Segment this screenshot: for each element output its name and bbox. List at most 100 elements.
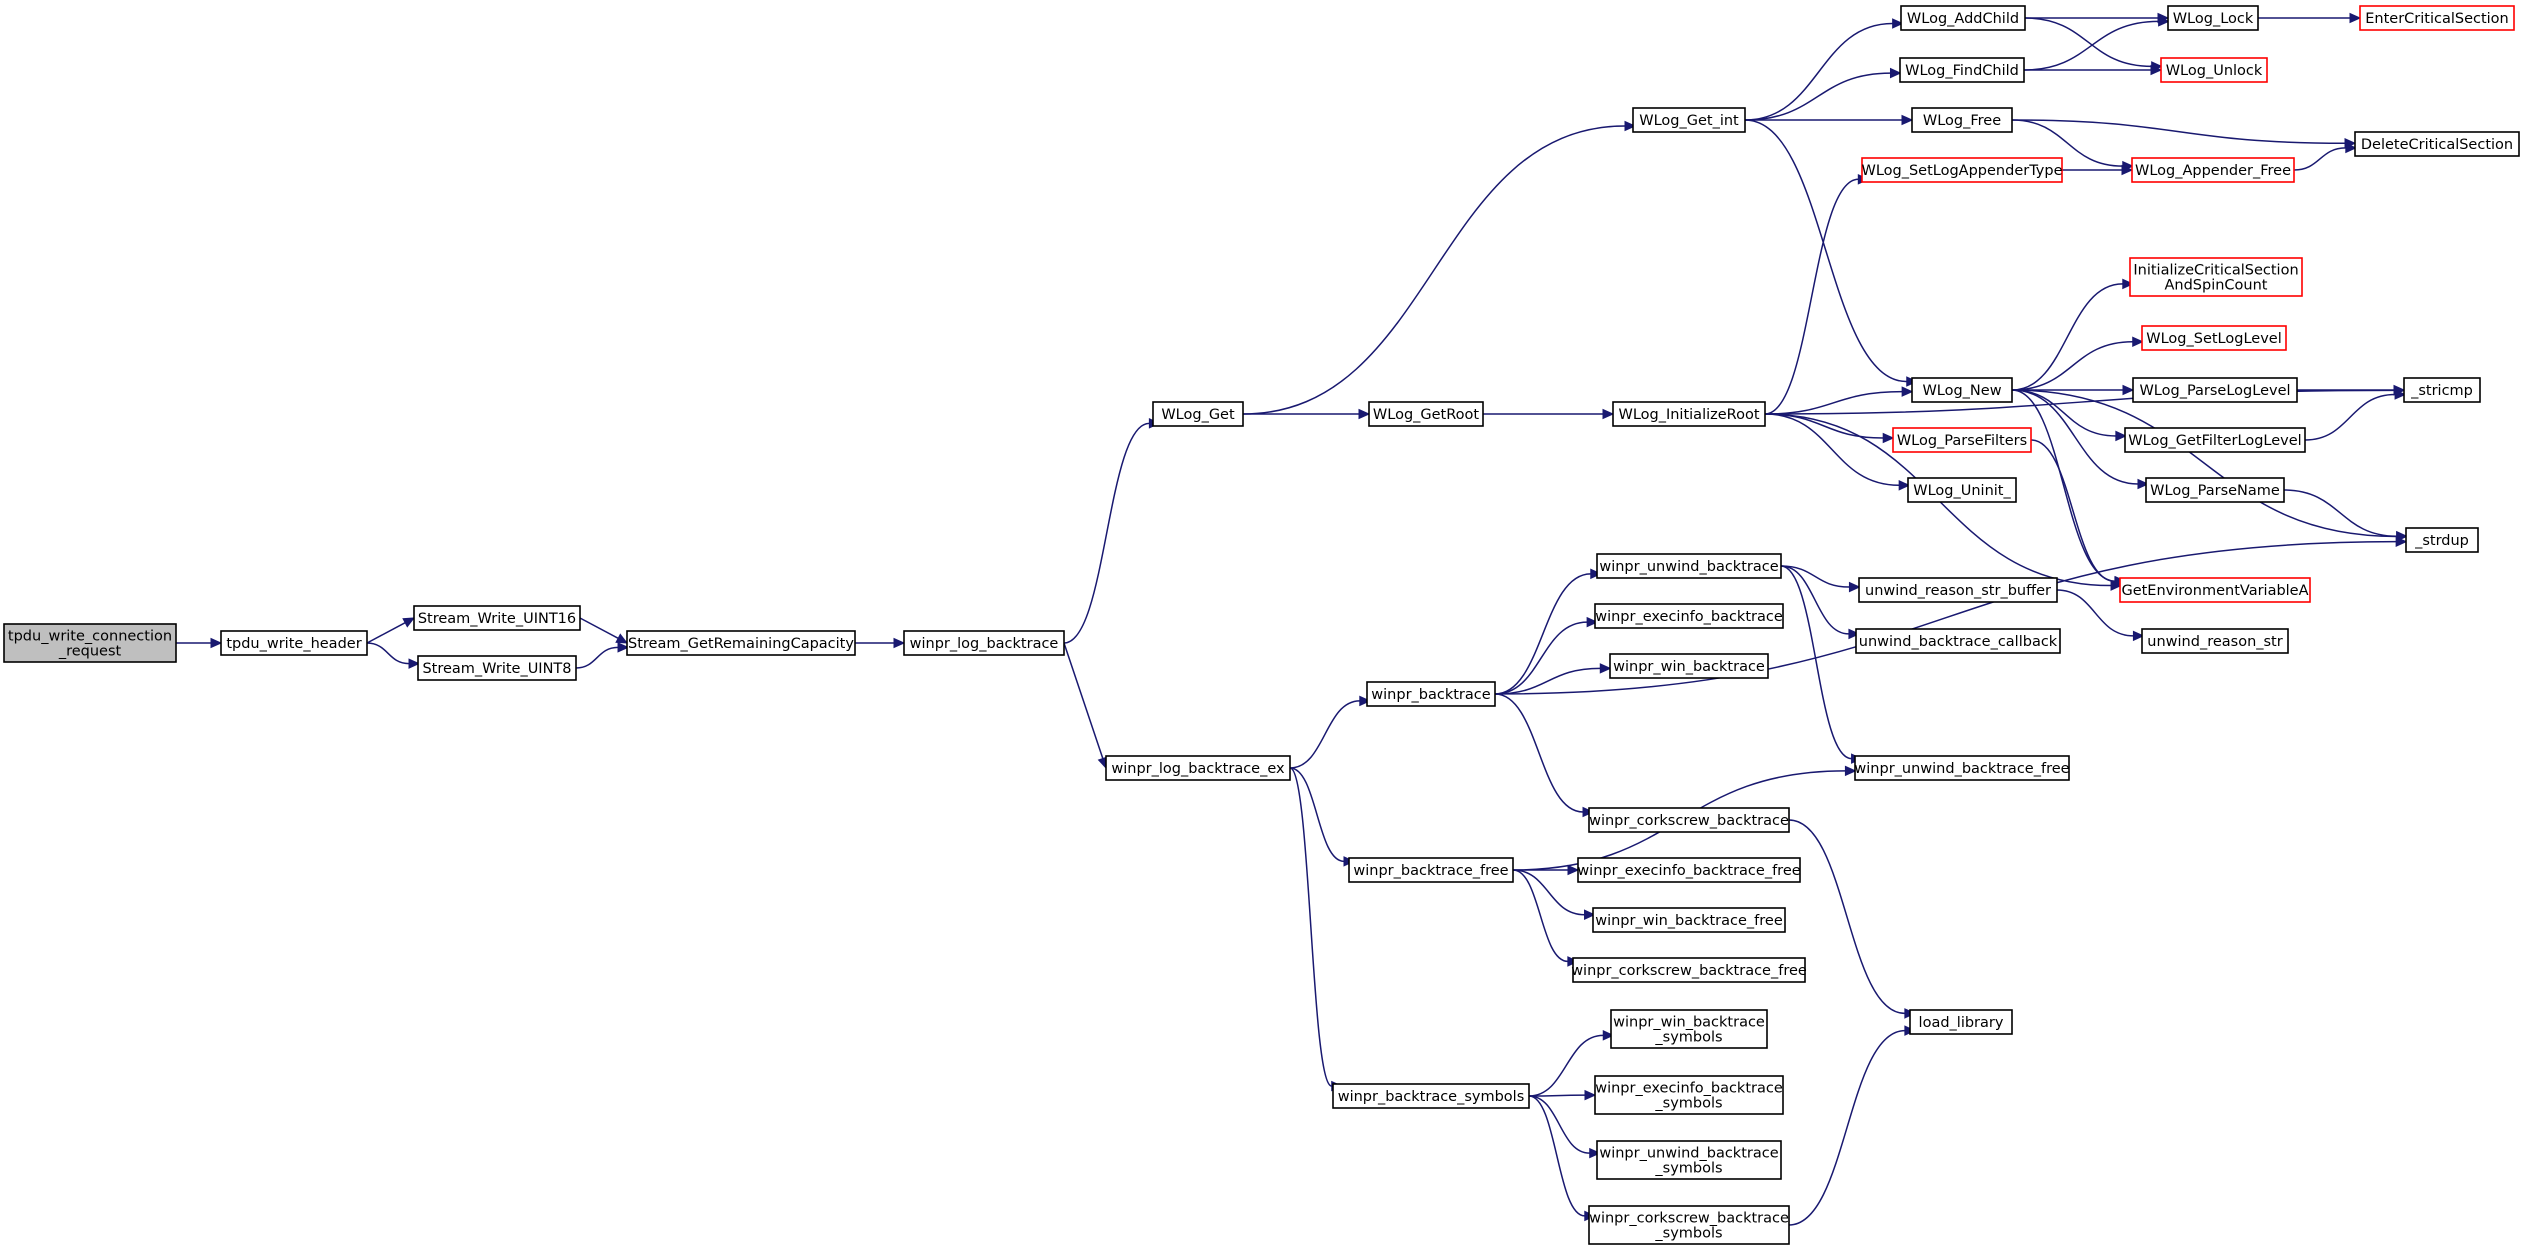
arrowhead xyxy=(2394,389,2407,400)
node-WLog_InitializeRoot[interactable]: WLog_InitializeRoot xyxy=(1612,401,1766,427)
node-box xyxy=(1861,157,2063,183)
arrowhead xyxy=(1844,765,1857,777)
arrowhead xyxy=(1624,120,1637,132)
node-label: GetEnvironmentVariableA xyxy=(2121,583,2308,599)
edge-winpr_backtrace-to-winpr_unwind_backtrace xyxy=(1494,568,1602,695)
node-label: WLog_New xyxy=(1922,383,2001,399)
node-WLog_SetLogAppenderType[interactable]: WLog_SetLogAppenderType xyxy=(1861,157,2063,183)
edge-winpr_backtrace_free-to-winpr_win_backtrace_free xyxy=(1512,869,1596,920)
edge-winpr_log_backtrace_ex-to-winpr_backtrace_symbols xyxy=(1289,767,1343,1092)
edge-line xyxy=(1528,1094,1586,1097)
node-WLog_Get_int[interactable]: WLog_Get_int xyxy=(1632,107,1746,133)
edge-line xyxy=(1528,1095,1590,1154)
edge-WLog_InitializeRoot-to-WLog_Uninit_ xyxy=(1764,413,1911,491)
node-_stricmp[interactable]: _stricmp xyxy=(2403,377,2481,403)
node-WLog_ParseFilters[interactable]: WLog_ParseFilters xyxy=(1892,427,2032,453)
edge-line xyxy=(2011,389,2397,538)
node-winpr_backtrace_free[interactable]: winpr_backtrace_free xyxy=(1348,857,1514,883)
edge-line xyxy=(1494,573,1591,695)
node-winpr_corkscrew_backtrace[interactable]: winpr_corkscrew_backtrace xyxy=(1588,807,1790,833)
arrowhead xyxy=(408,658,421,669)
edge-winpr_backtrace_symbols-to-winpr_corkscrew_backtrace_symbols xyxy=(1528,1095,1597,1222)
edge-line xyxy=(1780,565,1849,635)
node-tpdu_write_connection_request[interactable]: tpdu_write_connection_request xyxy=(3,623,177,663)
edge-line xyxy=(1528,1034,1604,1097)
node-_strdup[interactable]: _strdup xyxy=(2405,527,2479,553)
node-WLog_Appender_Free[interactable]: WLog_Appender_Free xyxy=(2131,157,2295,183)
node-Stream_Write_UINT16[interactable]: Stream_Write_UINT16 xyxy=(413,605,581,631)
node-WLog_Unlock[interactable]: WLog_Unlock xyxy=(2160,57,2268,83)
node-label: unwind_reason_str xyxy=(2147,634,2282,650)
node-label: EnterCriticalSection xyxy=(2365,11,2509,27)
node-winpr_corkscrew_backtrace_free[interactable]: winpr_corkscrew_backtrace_free xyxy=(1571,957,1807,983)
node-DeleteCriticalSection[interactable]: DeleteCriticalSection xyxy=(2354,131,2520,157)
node-winpr_unwind_backtrace_free[interactable]: winpr_unwind_backtrace_free xyxy=(1854,755,2070,781)
node-label: winpr_corkscrew_backtrace xyxy=(1589,813,1789,829)
node-WLog_GetRoot[interactable]: WLog_GetRoot xyxy=(1368,401,1484,427)
edge-line xyxy=(2304,393,2396,441)
edge-line xyxy=(2030,439,2115,583)
node-winpr_win_backtrace_free[interactable]: winpr_win_backtrace_free xyxy=(1592,907,1786,933)
node-box xyxy=(1572,957,1806,983)
node-winpr_corkscrew_backtrace_symbols[interactable]: winpr_corkscrew_backtrace_symbols xyxy=(1588,1205,1790,1245)
arrowhead xyxy=(2158,16,2170,27)
node-WLog_FindChild[interactable]: WLog_FindChild xyxy=(1899,57,2025,83)
node-box xyxy=(2129,257,2303,297)
node-WLog_Uninit_[interactable]: WLog_Uninit_ xyxy=(1907,477,2017,503)
node-Stream_GetRemainingCapacity[interactable]: Stream_GetRemainingCapacity xyxy=(626,630,856,656)
edge-line xyxy=(2011,119,2346,145)
node-WLog_ParseLogLevel[interactable]: WLog_ParseLogLevel xyxy=(2132,377,2298,403)
arrowhead xyxy=(1589,1147,1601,1159)
node-winpr_log_backtrace_ex[interactable]: winpr_log_backtrace_ex xyxy=(1105,755,1291,781)
node-winpr_execinfo_backtrace[interactable]: winpr_execinfo_backtrace xyxy=(1594,603,1784,629)
node-label: WLog_AddChild xyxy=(1907,11,2019,27)
edge-line xyxy=(1063,422,1150,644)
node-EnterCriticalSection[interactable]: EnterCriticalSection xyxy=(2359,5,2515,31)
node-load_library[interactable]: load_library xyxy=(1909,1009,2013,1035)
node-winpr_win_backtrace[interactable]: winpr_win_backtrace xyxy=(1609,653,1769,679)
node-label: WLog_GetRoot xyxy=(1373,407,1479,423)
node-box xyxy=(1909,1009,2013,1035)
node-Stream_Write_UINT8[interactable]: Stream_Write_UINT8 xyxy=(417,655,577,681)
edge-WLog_FindChild-to-WLog_Lock xyxy=(2023,16,2170,71)
node-winpr_backtrace[interactable]: winpr_backtrace xyxy=(1366,681,1496,707)
arrowhead xyxy=(617,642,630,653)
edge-tpdu_write_header-to-Stream_Write_UINT8 xyxy=(366,642,421,669)
node-unwind_backtrace_callback[interactable]: unwind_backtrace_callback xyxy=(1855,628,2061,654)
node-winpr_win_backtrace_symbols[interactable]: winpr_win_backtrace_symbols xyxy=(1610,1009,1768,1049)
node-winpr_unwind_backtrace[interactable]: winpr_unwind_backtrace xyxy=(1596,553,1782,579)
node-WLog_SetLogLevel[interactable]: WLog_SetLogLevel xyxy=(2141,325,2287,351)
node-label: winpr_unwind_backtrace xyxy=(1599,559,1778,575)
node-box xyxy=(1596,553,1782,579)
node-winpr_execinfo_backtrace_free[interactable]: winpr_execinfo_backtrace_free xyxy=(1577,857,1801,883)
node-WLog_Free[interactable]: WLog_Free xyxy=(1911,107,2013,133)
node-WLog_Get[interactable]: WLog_Get xyxy=(1152,401,1244,427)
node-unwind_reason_str_buffer[interactable]: unwind_reason_str_buffer xyxy=(1858,577,2058,603)
node-WLog_ParseName[interactable]: WLog_ParseName xyxy=(2145,477,2285,503)
node-WLog_AddChild[interactable]: WLog_AddChild xyxy=(1900,5,2026,31)
node-label: _stricmp xyxy=(2410,383,2473,399)
node-box xyxy=(1368,401,1484,427)
node-winpr_log_backtrace[interactable]: winpr_log_backtrace xyxy=(903,630,1065,656)
node-unwind_reason_str[interactable]: unwind_reason_str xyxy=(2141,628,2289,654)
node-winpr_backtrace_symbols[interactable]: winpr_backtrace_symbols xyxy=(1332,1083,1530,1109)
node-tpdu_write_header[interactable]: tpdu_write_header xyxy=(220,630,368,656)
node-WLog_GetFilterLogLevel[interactable]: WLog_GetFilterLogLevel xyxy=(2124,427,2306,453)
node-winpr_unwind_backtrace_symbols[interactable]: winpr_unwind_backtrace_symbols xyxy=(1596,1140,1782,1180)
node-label: winpr_log_backtrace xyxy=(910,636,1059,652)
arrowhead xyxy=(893,637,906,649)
node-label: winpr_log_backtrace_ex xyxy=(1111,761,1285,777)
node-label: unwind_backtrace_callback xyxy=(1859,634,2058,650)
arrowhead xyxy=(2349,12,2362,24)
node-box xyxy=(1577,857,1801,883)
node-WLog_New[interactable]: WLog_New xyxy=(1911,377,2013,403)
node-winpr_execinfo_backtrace_symbols[interactable]: winpr_execinfo_backtrace_symbols xyxy=(1594,1075,1784,1115)
node-GetEnvironmentVariableA[interactable]: GetEnvironmentVariableA xyxy=(2119,577,2311,603)
arrowhead xyxy=(2395,536,2408,547)
node-label: Stream_GetRemainingCapacity xyxy=(628,636,854,652)
arrowhead xyxy=(1602,1030,1615,1041)
node-WLog_Lock[interactable]: WLog_Lock xyxy=(2167,5,2259,31)
edge-tpdu_write_connection_request-to-tpdu_write_header xyxy=(176,637,223,649)
